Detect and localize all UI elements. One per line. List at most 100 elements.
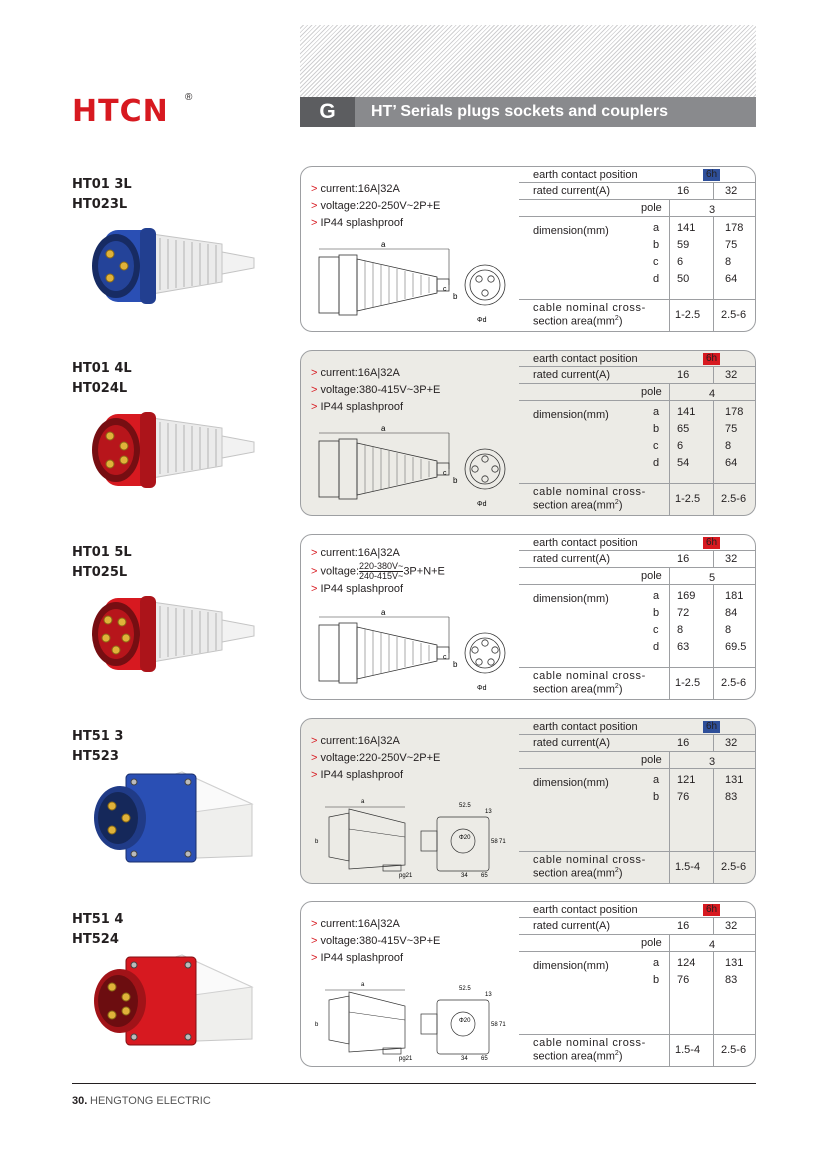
dimension-label: dimension(mm) — [533, 409, 609, 421]
bullet-arrow-icon: > — [311, 367, 321, 379]
dimension-16A: 54 — [677, 457, 690, 469]
rated-current-label: rated current(A) — [533, 920, 611, 932]
dimension-16A: 72 — [677, 607, 690, 619]
earth-position-badge: 6h — [703, 721, 720, 733]
spec-item: > voltage:220-380V~240-415V~3P+N+E — [311, 562, 445, 581]
dimension-letter: c — [653, 624, 659, 636]
dim-label-71: 71 — [499, 1022, 506, 1028]
plug-pin — [103, 615, 113, 625]
plug-pin — [119, 261, 129, 271]
pole-value: 3 — [709, 204, 716, 216]
dim-label-13: 13 — [485, 992, 492, 998]
dimension-32A: 83 — [725, 974, 738, 986]
drawing-face-outer — [464, 264, 506, 306]
bullet-arrow-icon: > — [311, 565, 321, 578]
drawing-face-inner — [469, 637, 501, 669]
plug-pin — [117, 617, 127, 627]
dimension-label: dimension(mm) — [533, 593, 609, 605]
flange-screw — [130, 778, 138, 786]
drawing-shroud — [328, 995, 350, 1045]
table-row-divider — [519, 1034, 755, 1035]
spec-item: > IP44 splashproof — [311, 399, 440, 416]
flange-screw — [184, 1033, 192, 1041]
earth-contact-label: earth contact position — [533, 537, 638, 549]
spec-item: > IP44 splashproof — [311, 215, 440, 232]
drawing-box — [348, 991, 406, 1053]
table-row-divider — [519, 584, 755, 585]
spec-text: current:16A|32A — [320, 547, 400, 559]
dim-label-phi20: Φ20 — [459, 1018, 471, 1024]
dimension-32A: 84 — [725, 607, 738, 619]
product-photo — [82, 768, 262, 868]
dimension-16A: 6 — [677, 440, 684, 452]
table-row-divider — [519, 768, 755, 769]
title-bar — [300, 97, 756, 127]
cable-label: cable nominal cross- — [533, 302, 646, 314]
inlet-pin — [107, 982, 117, 992]
rated-current-16: 16 — [677, 185, 690, 197]
spec-text: voltage:220-250V~2P+E — [320, 752, 441, 764]
model-number: HT01 5L — [72, 545, 132, 560]
dimension-letter: b — [653, 607, 660, 619]
dimension-letter: a — [653, 222, 660, 234]
pole-label: pole — [641, 202, 662, 214]
rated-current-32: 32 — [725, 737, 738, 749]
flange-screw — [184, 850, 192, 858]
spec-list: > current:16A|32A> voltage:220-250V~2P+E… — [311, 181, 440, 232]
flange-screw — [130, 961, 138, 969]
table-row-divider — [519, 182, 755, 183]
dim-label-a: a — [381, 424, 386, 433]
cable-area-32A: 2.5-6 — [721, 861, 747, 873]
plug-face-inner — [98, 241, 134, 291]
dimension-16A: 59 — [677, 239, 690, 251]
model-number: HT01 4L — [72, 361, 132, 376]
pole-label: pole — [641, 386, 662, 398]
bullet-arrow-icon: > — [311, 735, 321, 747]
plug-pin — [111, 645, 121, 655]
drawing-box-edge — [348, 828, 406, 838]
dimension-label: dimension(mm) — [533, 960, 609, 972]
cable-gland — [221, 251, 255, 275]
table-row-divider — [519, 216, 755, 217]
earth-position-badge: 6h — [703, 537, 720, 549]
inlet-face — [98, 792, 138, 844]
model-number: HT524 — [72, 932, 119, 947]
drawing-grip — [338, 438, 358, 500]
rated-current-label: rated current(A) — [533, 185, 611, 197]
table-col-divider — [669, 751, 670, 883]
spec-list: > current:16A|32A> voltage:220-250V~2P+E… — [311, 733, 440, 784]
bullet-arrow-icon: > — [311, 952, 321, 964]
page-title: HT’ Serials plugs sockets and couplers — [371, 103, 668, 120]
cable-area-16A: 1-2.5 — [675, 493, 701, 505]
dim-label-34: 34 — [461, 873, 468, 879]
table-row-divider — [519, 751, 755, 752]
dim-label-d: Φd — [477, 317, 487, 324]
dimension-32A: 64 — [725, 457, 738, 469]
spec-item: > voltage:380-415V~3P+E — [311, 933, 440, 950]
dimension-letter: d — [653, 457, 660, 469]
dimension-16A: 65 — [677, 423, 690, 435]
plug-grip — [140, 412, 156, 488]
dimension-16A: 121 — [677, 774, 696, 786]
spec-item: > voltage:220-250V~2P+E — [311, 198, 440, 215]
drawing-face-outer — [464, 632, 506, 674]
drawing-pin — [481, 475, 489, 483]
drawing-side — [420, 1013, 438, 1035]
dim-label-b: b — [453, 660, 458, 669]
drawing-pin — [481, 455, 489, 463]
dimension-letter: b — [653, 423, 660, 435]
dimension-32A: 131 — [725, 957, 744, 969]
drawing-pin — [481, 289, 489, 297]
table-col-divider — [713, 768, 714, 883]
rated-current-label: rated current(A) — [533, 553, 611, 565]
bullet-arrow-icon: > — [311, 935, 321, 947]
bullet-arrow-icon: > — [311, 752, 321, 764]
flange-screw — [184, 778, 192, 786]
cable-label: cable nominal cross- — [533, 486, 646, 498]
spec-list: > current:16A|32A > voltage:220-380V~240-… — [311, 545, 445, 598]
